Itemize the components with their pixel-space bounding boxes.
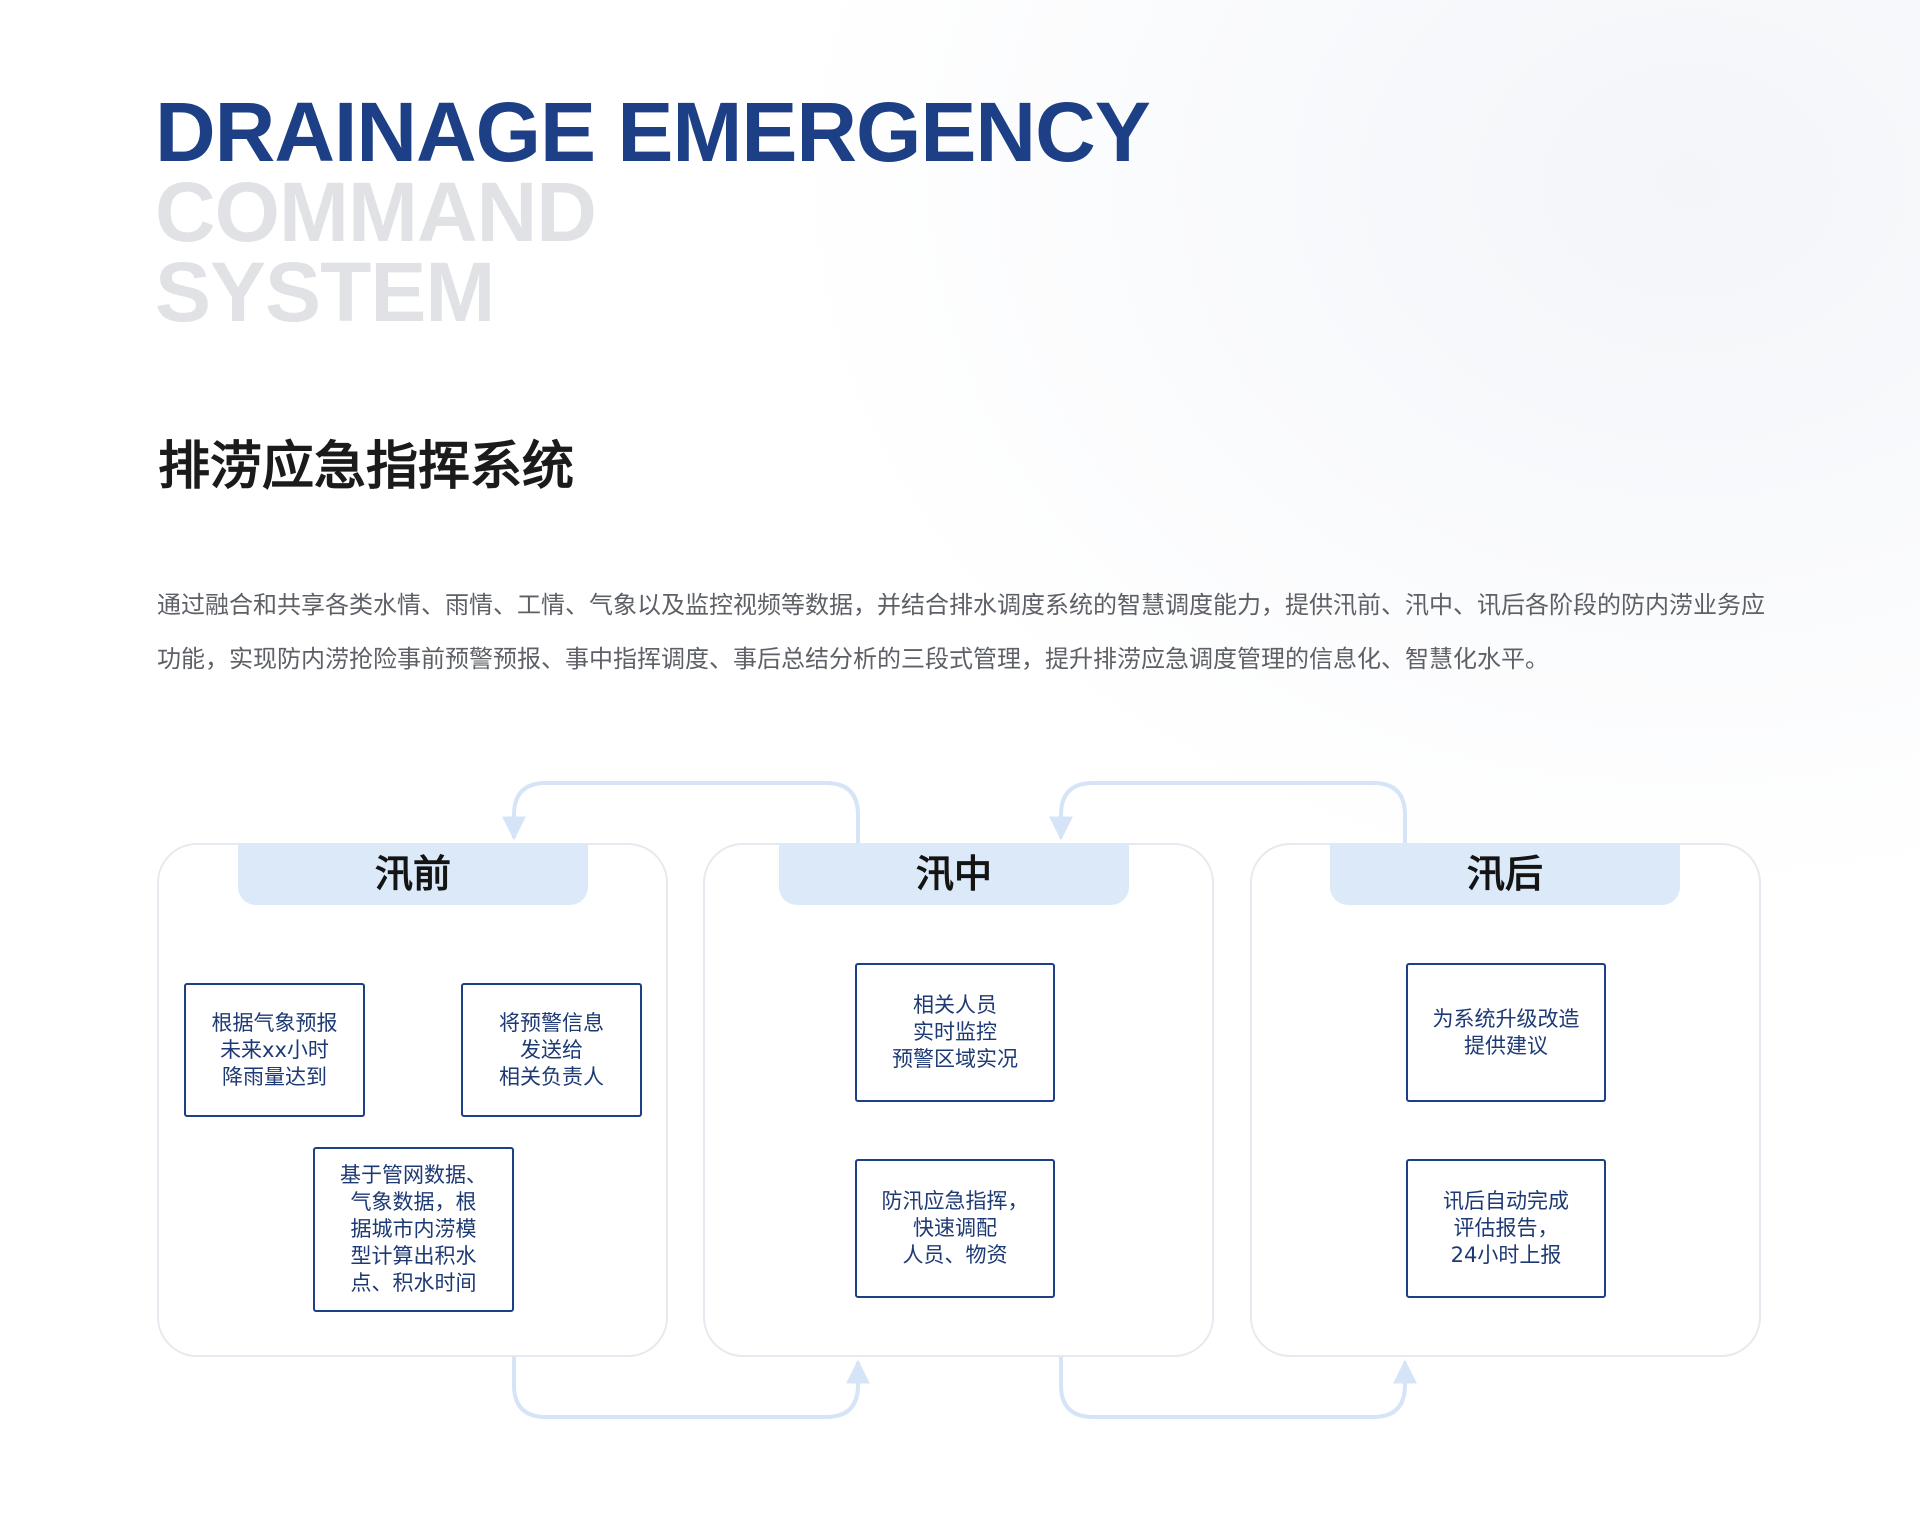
connector-top-2 xyxy=(1049,781,1407,843)
connector-bottom-2 xyxy=(1059,1357,1417,1419)
step-rainfall-forecast: 根据气象预报 未来xx小时 降雨量达到 xyxy=(184,983,365,1117)
title-en-line-3: SYSTEM xyxy=(155,245,495,339)
step-send-warning: 将预警信息 发送给 相关负责人 xyxy=(461,983,642,1117)
step-assessment-report: 讯后自动完成 评估报告， 24小时上报 xyxy=(1406,1159,1606,1298)
step-emergency-dispatch: 防汛应急指挥， 快速调配 人员、物资 xyxy=(855,1159,1055,1298)
page-title: 排涝应急指挥系统 xyxy=(158,437,575,497)
stage-label-during-flood: 汛中 xyxy=(779,843,1129,905)
step-upgrade-suggestions: 为系统升级改造 提供建议 xyxy=(1406,963,1606,1102)
stage-label-after-flood: 汛后 xyxy=(1330,843,1680,905)
title-en-line-1: DRAINAGE EMERGENCY xyxy=(155,85,1151,179)
step-realtime-monitoring: 相关人员 实时监控 预警区域实况 xyxy=(855,963,1055,1102)
description: 通过融合和共享各类水情、雨情、工情、气象以及监控视频等数据，并结合排水调度系统的… xyxy=(157,591,1765,673)
title-en-line-2: COMMAND xyxy=(155,165,597,259)
connector-bottom-1 xyxy=(512,1357,870,1419)
stage-connectors xyxy=(502,781,1417,1419)
stage-label-before-flood: 汛前 xyxy=(238,843,588,905)
step-waterlogging-model: 基于管网数据、 气象数据，根 据城市内涝模 型计算出积水 点、积水时间 xyxy=(313,1147,514,1312)
connector-top-1 xyxy=(502,781,860,843)
